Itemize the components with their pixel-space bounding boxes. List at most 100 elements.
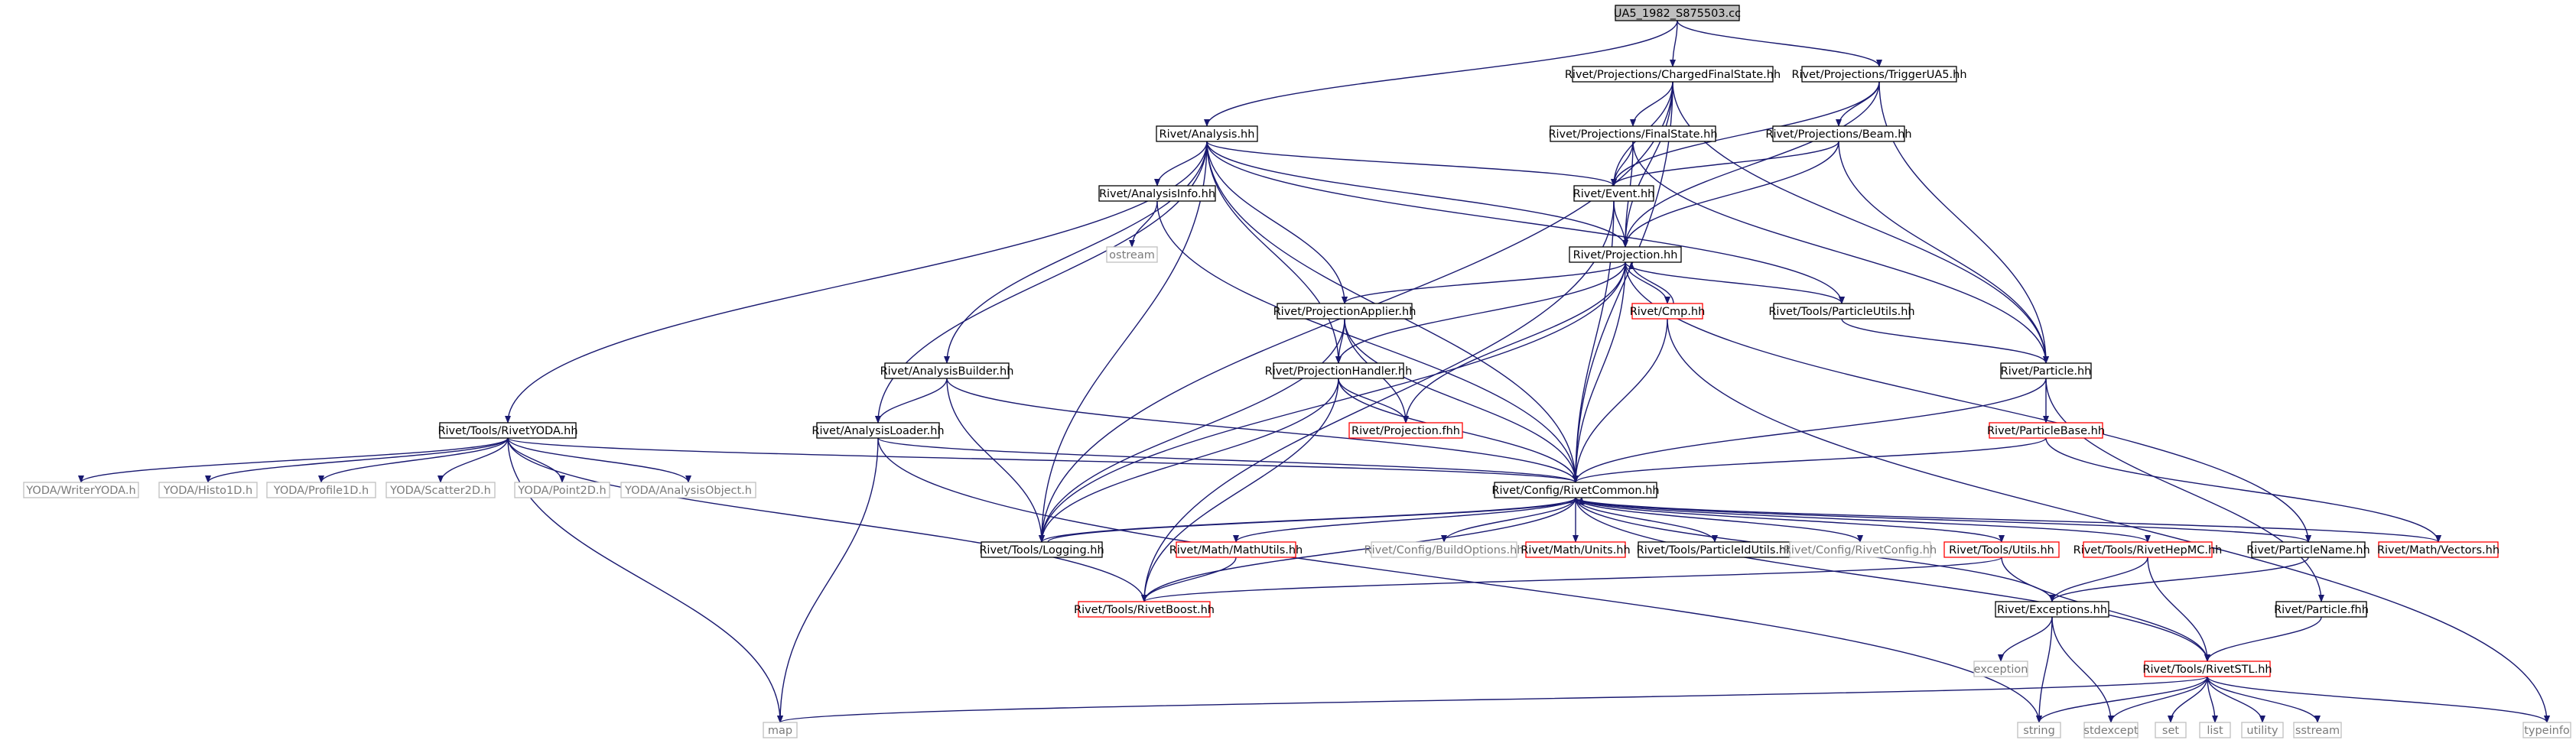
edge-proj-to-putils xyxy=(1625,261,1845,304)
node-sstream: sstream xyxy=(2293,722,2342,738)
node-label-aobj: YODA/AnalysisObject.h xyxy=(624,485,752,497)
edge-proj-to-cmp xyxy=(1625,261,1670,304)
node-putils[interactable]: Rivet/Tools/ParticleUtils.hh xyxy=(1768,303,1915,320)
node-phand[interactable]: Rivet/ProjectionHandler.hh xyxy=(1265,362,1413,379)
node-ostream: ostream xyxy=(1106,246,1158,263)
node-map: map xyxy=(763,722,798,738)
edge-phand-to-log xyxy=(1039,378,1339,543)
node-label-ostream: ostream xyxy=(1109,249,1155,261)
node-ainfo[interactable]: Rivet/AnalysisInfo.hh xyxy=(1098,185,1216,202)
node-event[interactable]: Rivet/Event.hh xyxy=(1573,185,1655,202)
edge-rstl-to-sstream xyxy=(2207,676,2321,723)
edge-proj-to-projfhh xyxy=(1403,261,1626,424)
node-ana[interactable]: Rivet/Analysis.hh xyxy=(1156,125,1258,142)
edge-rstl-to-set xyxy=(2168,676,2208,723)
node-h1d: YODA/Histo1D.h xyxy=(158,482,258,498)
node-mathutils[interactable]: Rivet/Math/MathUtils.hh xyxy=(1169,541,1303,558)
node-root[interactable]: UA5_1982_S875503.cc xyxy=(1614,5,1741,21)
node-box-pbase xyxy=(1989,422,2103,439)
node-proj[interactable]: Rivet/Projection.hh xyxy=(1569,246,1682,263)
node-box-root xyxy=(1615,5,1740,21)
edge-pbase-to-vectors xyxy=(2045,437,2441,543)
node-fs[interactable]: Rivet/Projections/FinalState.hh xyxy=(1548,125,1718,142)
node-tua5[interactable]: Rivet/Projections/TriggerUA5.hh xyxy=(1791,66,1967,83)
node-label-h1d: YODA/Histo1D.h xyxy=(163,485,252,497)
edge-cmp-to-typeinfo xyxy=(1667,318,2550,723)
edge-beam-to-event xyxy=(1611,141,1839,187)
node-label-particle: Rivet/Particle.hh xyxy=(2001,365,2092,378)
node-projfhh[interactable]: Rivet/Projection.fhh xyxy=(1348,422,1463,439)
edge-rstl-to-string xyxy=(2036,676,2208,723)
edge-ana-to-papp xyxy=(1206,141,1348,304)
edge-particle-to-rcommon xyxy=(1573,378,2047,483)
node-label-cmp: Rivet/Cmp.hh xyxy=(1630,306,1706,318)
edge-abuild-to-log xyxy=(946,378,1045,543)
edge-rstl-to-stdexcept xyxy=(2108,676,2208,723)
edge-log-to-rcommon xyxy=(1047,497,1585,543)
edge-proj-to-log xyxy=(1039,261,1626,543)
node-box-fs xyxy=(1550,125,1716,142)
edge-papp-to-rcommon xyxy=(1344,318,1579,483)
node-rstl[interactable]: Rivet/Tools/RivetSTL.hh xyxy=(2142,660,2272,677)
node-rboost[interactable]: Rivet/Tools/RivetBoost.hh xyxy=(1074,601,1215,618)
node-label-ryoda: Rivet/Tools/RivetYODA.hh xyxy=(437,425,577,437)
node-label-list: list xyxy=(2207,725,2223,737)
node-ryoda[interactable]: Rivet/Tools/RivetYODA.hh xyxy=(437,422,578,439)
node-abuild[interactable]: Rivet/AnalysisBuilder.hh xyxy=(880,362,1014,379)
node-box-abuild xyxy=(884,362,1010,379)
edge-ana-to-log xyxy=(1039,141,1208,543)
node-s2d: YODA/Scatter2D.h xyxy=(385,482,496,498)
node-box-rstl xyxy=(2144,660,2271,677)
node-pidutils[interactable]: Rivet/Tools/ParticleIdUtils.hh xyxy=(1637,541,1794,558)
node-vectors[interactable]: Rivet/Math/Vectors.hh xyxy=(2377,541,2500,558)
edge-ryoda-to-rboost xyxy=(507,437,1147,602)
edge-rcommon-to-hepmc xyxy=(1575,497,2151,543)
node-label-rboost: Rivet/Tools/RivetBoost.hh xyxy=(1074,604,1215,616)
edge-aload-to-map xyxy=(777,437,879,723)
node-rconfig: Rivet/Config/RivetConfig.hh xyxy=(1784,541,1937,558)
node-box-aobj xyxy=(620,482,756,498)
node-box-aload xyxy=(816,422,940,439)
edge-ryoda-to-aobj xyxy=(507,437,691,483)
node-exc[interactable]: Rivet/Exceptions.hh xyxy=(1995,601,2109,618)
node-pbase[interactable]: Rivet/ParticleBase.hh xyxy=(1987,422,2105,439)
edge-ryoda-to-s2d xyxy=(437,437,509,483)
node-units[interactable]: Rivet/Math/Units.hh xyxy=(1521,541,1631,558)
node-writer: YODA/WriterYODA.h xyxy=(23,482,139,498)
node-box-ana xyxy=(1156,125,1258,142)
node-log[interactable]: Rivet/Tools/Logging.hh xyxy=(979,541,1104,558)
node-cmp[interactable]: Rivet/Cmp.hh xyxy=(1630,303,1706,320)
node-beam[interactable]: Rivet/Projections/Beam.hh xyxy=(1765,125,1912,142)
node-rcommon[interactable]: Rivet/Config/RivetCommon.hh xyxy=(1491,482,1660,498)
node-tutils[interactable]: Rivet/Tools/Utils.hh xyxy=(1943,541,2060,558)
edge-rstl-to-utility xyxy=(2207,676,2265,723)
node-label-stdexcept: stdexcept xyxy=(2083,725,2139,737)
edge-ana-to-ryoda xyxy=(505,141,1208,424)
node-box-log xyxy=(981,541,1103,558)
node-label-pname: Rivet/ParticleName.hh xyxy=(2246,544,2370,557)
node-aload[interactable]: Rivet/AnalysisLoader.hh xyxy=(812,422,945,439)
edge-exc-to-exception xyxy=(1998,616,2053,662)
node-exception: exception xyxy=(1973,660,2028,677)
node-label-cfs: Rivet/Projections/ChargedFinalState.hh xyxy=(1565,69,1781,81)
edge-rstl-to-typeinfo xyxy=(2207,676,2550,723)
edge-ryoda-to-map xyxy=(507,437,783,723)
node-cfs[interactable]: Rivet/Projections/ChargedFinalState.hh xyxy=(1565,66,1781,83)
node-pfhh[interactable]: Rivet/Particle.fhh xyxy=(2274,601,2369,618)
edge-ana-to-proj xyxy=(1206,141,1628,248)
node-box-cmp xyxy=(1631,303,1703,320)
edge-cfs-to-fs xyxy=(1630,81,1673,127)
node-particle[interactable]: Rivet/Particle.hh xyxy=(2000,362,2092,379)
node-hepmc[interactable]: Rivet/Tools/RivetHepMC.hh xyxy=(2073,541,2223,558)
edge-aload-to-rcommon xyxy=(877,437,1579,483)
edge-cfs-to-particle xyxy=(1672,81,2049,364)
node-label-set: set xyxy=(2162,725,2179,737)
edge-rcommon-to-buildopt xyxy=(1441,497,1576,543)
edge-ainfo-to-ostream xyxy=(1129,200,1158,248)
edge-root-to-tua5 xyxy=(1677,20,1882,67)
node-label-phand: Rivet/ProjectionHandler.hh xyxy=(1265,365,1413,378)
edge-exc-to-stdexcept xyxy=(2051,616,2114,723)
edge-root-to-cfs xyxy=(1670,20,1678,67)
node-papp[interactable]: Rivet/ProjectionApplier.hh xyxy=(1273,303,1416,320)
node-pname[interactable]: Rivet/ParticleName.hh xyxy=(2246,541,2370,558)
